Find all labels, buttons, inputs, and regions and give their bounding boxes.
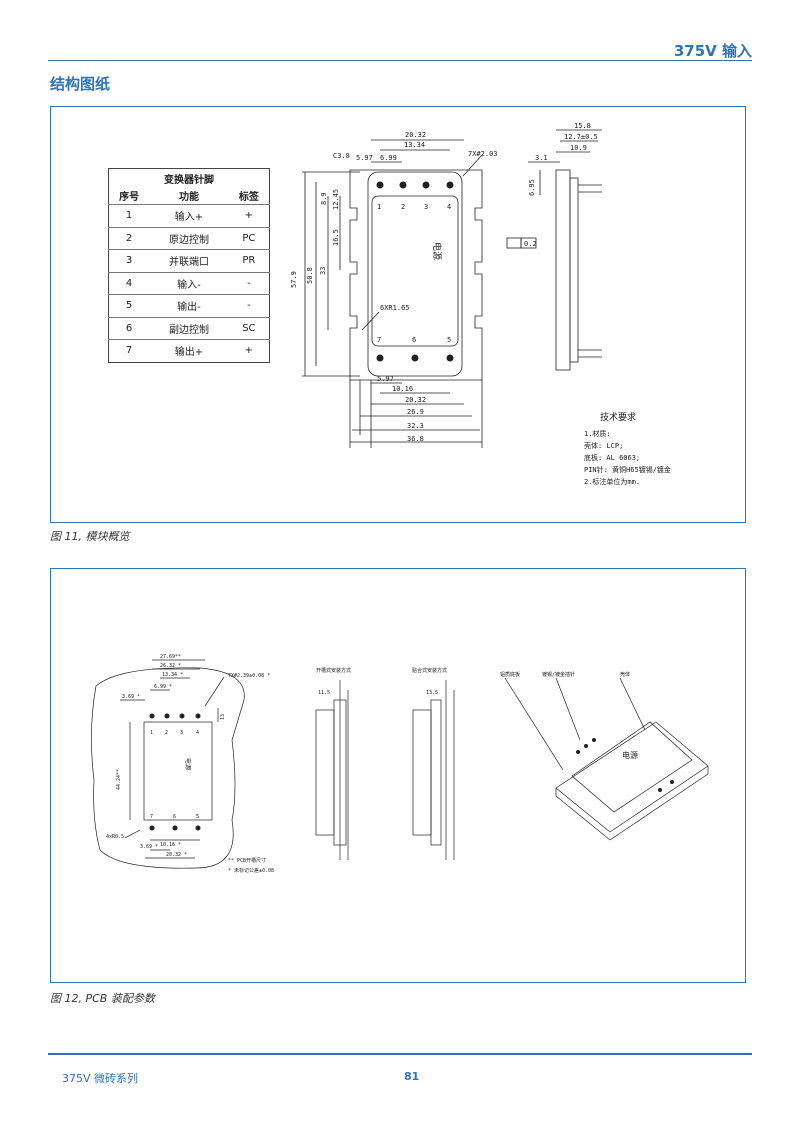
pin-cell: 副边控制 xyxy=(149,316,229,340)
figure-11-caption: 图 11, 模块概览 xyxy=(50,530,130,543)
pin-cell: 输出+ xyxy=(149,339,229,362)
pin-cell: SC xyxy=(228,316,270,340)
pin-cell: 1 xyxy=(108,204,150,227)
pin-cell: 输入- xyxy=(149,271,229,295)
pin-cell: 6 xyxy=(108,316,150,340)
pin-cell: 4 xyxy=(108,271,150,295)
footer-series: 375V 微砖系列 xyxy=(62,1072,139,1085)
figure-12-caption: 图 12, PCB 装配参数 xyxy=(50,992,155,1005)
header-title: 375V 输入 xyxy=(673,42,752,60)
pin-cell: PR xyxy=(228,249,270,272)
pin-cell: 5 xyxy=(108,294,150,317)
pin-col-header: 功能 xyxy=(178,192,199,203)
pin-cell: + xyxy=(228,204,270,227)
pin-col-header: 标签 xyxy=(238,192,259,203)
pin-cell: 输入+ xyxy=(149,204,229,227)
pin-cell: + xyxy=(228,339,270,362)
pin-cell: 原边控制 xyxy=(149,226,229,250)
pin-cell: 3 xyxy=(108,249,150,272)
pin-cell: 并联端口 xyxy=(149,249,229,272)
pin-cell: PC xyxy=(228,226,270,250)
page-number: 81 xyxy=(404,1070,420,1083)
pin-cell: 2 xyxy=(108,226,150,250)
pin-col-header: 序号 xyxy=(119,192,140,203)
pin-cell: 输出- xyxy=(149,294,229,317)
figure-12-frame xyxy=(50,568,746,983)
pin-cell: 7 xyxy=(108,339,150,362)
section-title: 结构图纸 xyxy=(50,75,111,93)
pin-cell: - xyxy=(228,294,270,317)
pin-table-caption: 变换器针脚 xyxy=(164,174,214,186)
pin-cell: - xyxy=(228,271,270,295)
header-rule xyxy=(48,60,752,61)
footer-rule xyxy=(48,1053,752,1055)
